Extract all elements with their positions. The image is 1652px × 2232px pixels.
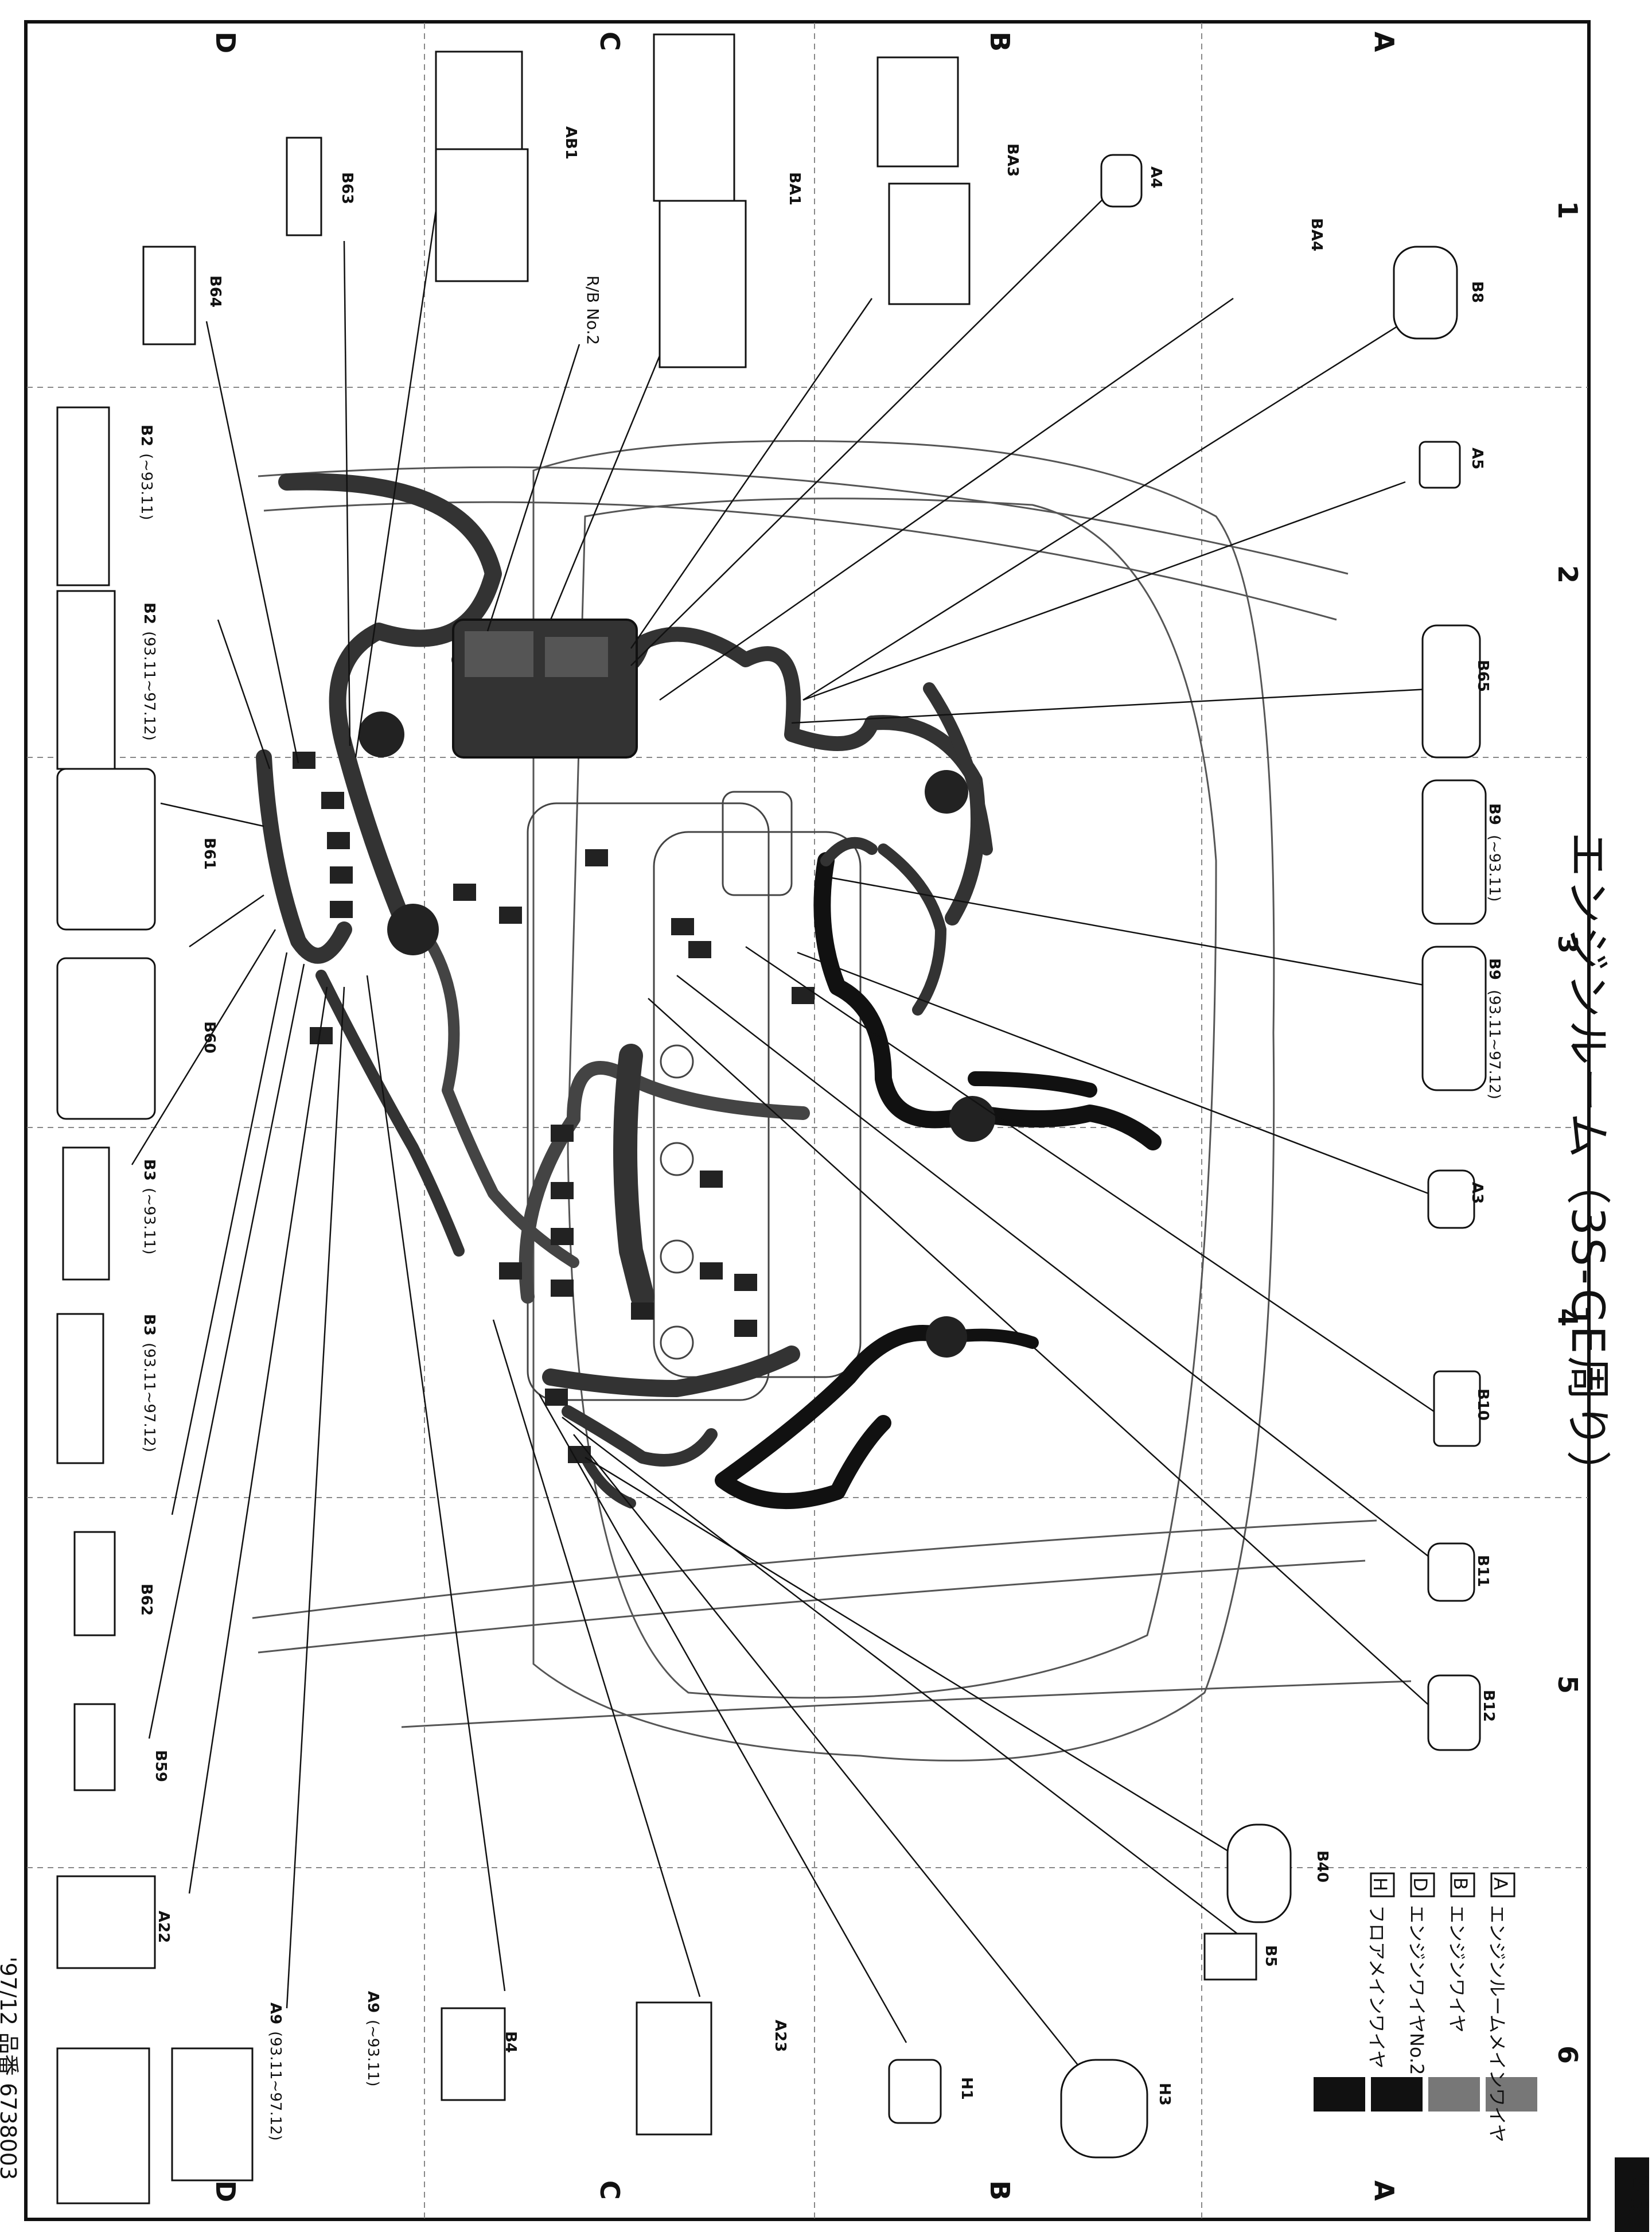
page-tab-marker — [1615, 2157, 1649, 2232]
connector-label-b60: B60 — [201, 1021, 218, 1053]
connector-note-b2-b: (93.11∼97.12) — [141, 631, 158, 741]
connector-note-b9-a: (∼93.11) — [1486, 835, 1503, 902]
connector-label-b40: B40 — [1314, 1850, 1331, 1883]
legend-item-b: エンジンワイヤ — [1446, 1905, 1468, 2033]
connector-label-b59: B59 — [152, 1750, 169, 1782]
grid-row-b-top: B — [984, 32, 1015, 52]
legend-item-d: エンジンワイヤNo.2 — [1406, 1905, 1428, 2075]
connector-note-b2-a: (∼93.11) — [138, 453, 155, 520]
grid-row-c-top: C — [594, 32, 625, 51]
connector-label-a3: A3 — [1468, 1182, 1486, 1204]
legend-code-boxes — [1370, 1872, 1515, 1897]
connector-label-a5: A5 — [1468, 448, 1486, 470]
grid-col-6: 6 — [1552, 2046, 1583, 2064]
legend-code-a: A — [1490, 1877, 1511, 1890]
connector-note-a9-a: (∼93.11) — [364, 2020, 381, 2087]
connector-label-ba1: BA1 — [786, 172, 803, 206]
rb-no2-label: R/B No.2 — [583, 275, 602, 345]
diagram-frame — [24, 20, 1591, 2221]
harness-grommets — [359, 711, 995, 1358]
connector-label-b11: B11 — [1474, 1555, 1491, 1587]
connector-label-b61: B61 — [201, 838, 218, 870]
grid-col-3: 3 — [1552, 935, 1583, 954]
connector-label-b12: B12 — [1480, 1690, 1497, 1722]
grid-row-b-bottom: B — [984, 2180, 1015, 2201]
connector-label-b9-b: B9 — [1486, 958, 1503, 980]
grid-row-a-top: A — [1369, 32, 1400, 52]
leader-lines — [131, 131, 1440, 2066]
connector-label-b2-b: B2 — [141, 602, 158, 624]
harness-lines — [256, 473, 1162, 1509]
grid-col-4: 4 — [1552, 1308, 1583, 1327]
legend-code-h: H — [1369, 1877, 1391, 1892]
connector-label-b62: B62 — [138, 1584, 155, 1616]
grid-col-5: 5 — [1552, 1675, 1583, 1694]
engine-block-sketch — [527, 791, 862, 1401]
connector-glyphs — [56, 33, 1487, 2204]
legend-code-b: B — [1450, 1877, 1471, 1890]
connector-note-b9-b: (93.11∼97.12) — [1486, 990, 1503, 1099]
connector-label-ba3: BA3 — [1004, 143, 1021, 177]
connector-label-b65: B65 — [1474, 660, 1491, 692]
legend-swatches — [1314, 2077, 1537, 2112]
grid-lines — [27, 23, 1588, 2218]
grid-row-a-bottom: A — [1369, 2180, 1400, 2201]
connector-label-b3-b: B3 — [141, 1314, 158, 1336]
connector-note-b3-b: (93.11∼97.12) — [141, 1343, 158, 1452]
connector-label-b8: B8 — [1468, 281, 1486, 303]
harness-connector-blocks — [293, 752, 815, 1463]
connector-label-ba4: BA4 — [1308, 218, 1325, 252]
grid-col-1: 1 — [1552, 201, 1583, 220]
page-title: エンジンルーム（3S-GE周り） — [1561, 832, 1613, 1498]
connector-label-a23: A23 — [772, 2020, 789, 2052]
legend-item-a: エンジンルームメインワイヤ — [1486, 1905, 1508, 2143]
connector-note-b3-a: (∼93.11) — [141, 1188, 158, 1255]
connector-label-b9-a: B9 — [1486, 803, 1503, 825]
connector-label-a9-a: A9 — [364, 1991, 381, 2013]
grid-row-c-bottom: C — [594, 2180, 625, 2200]
connector-label-h3: H3 — [1156, 2083, 1173, 2106]
connector-label-a22: A22 — [155, 1911, 172, 1943]
legend-code-d: D — [1409, 1877, 1431, 1892]
connector-label-a9-b: A9 — [267, 2002, 284, 2025]
connector-label-ab1: AB1 — [562, 126, 579, 160]
page-number: 2-3 — [1626, 2175, 1652, 2212]
grid-col-2: 2 — [1552, 565, 1583, 584]
grid-row-d-bottom: D — [210, 2180, 241, 2203]
connector-label-b3-a: B3 — [141, 1159, 158, 1181]
relay-box-rb-no2 — [452, 619, 638, 759]
connector-note-a9-b: (93.11∼97.12) — [267, 2031, 284, 2141]
connector-label-b4: B4 — [502, 2031, 519, 2053]
connector-label-b2-a: B2 — [138, 425, 155, 446]
legend-item-h: フロアメインワイヤ — [1366, 1905, 1388, 2069]
connector-label-b10: B10 — [1474, 1389, 1491, 1421]
grid-row-d-top: D — [210, 32, 241, 54]
connector-label-b63: B63 — [338, 172, 356, 204]
footer-code: '97/12 品番 6738003 — [0, 1957, 21, 2180]
connector-label-h1: H1 — [958, 2077, 975, 2100]
connector-label-b5: B5 — [1262, 1945, 1279, 1967]
connector-label-a4: A4 — [1147, 166, 1164, 189]
connector-label-b64: B64 — [206, 275, 224, 308]
